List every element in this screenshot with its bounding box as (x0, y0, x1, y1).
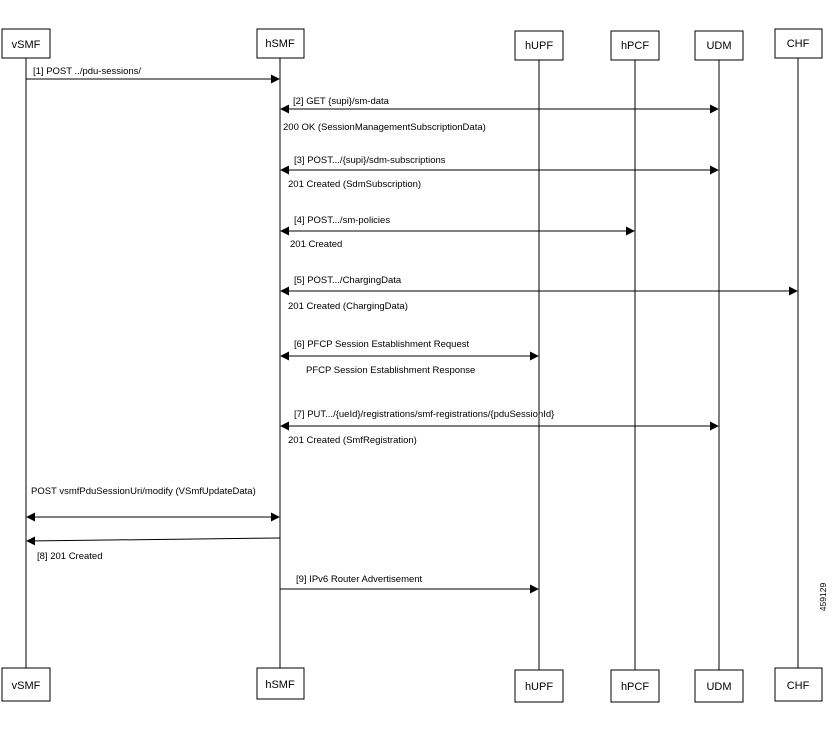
message-6: [6] PFCP Session Establishment Request P… (280, 339, 539, 376)
participant-hupf-top: hUPF (514, 30, 564, 61)
svg-text:200 OK (SessionManagementSubsc: 200 OK (SessionManagementSubscriptionDat… (283, 122, 486, 133)
svg-text:hSMF: hSMF (265, 679, 295, 691)
svg-text:CHF: CHF (787, 680, 810, 692)
participant-chf-bottom: CHF (774, 667, 823, 702)
message-8: [8] 201 Created (26, 536, 281, 562)
participant-udm-top: UDM (694, 30, 744, 61)
svg-text:hPCF: hPCF (621, 681, 649, 693)
svg-text:[8] 201 Created: [8] 201 Created (37, 551, 103, 562)
svg-text:POST vsmfPduSessionUri/modify: POST vsmfPduSessionUri/modify (VSmfUpdat… (31, 486, 256, 497)
participant-udm-bottom: UDM (694, 669, 744, 703)
message-5: [5] POST.../ChargingData 201 Created (Ch… (280, 275, 798, 312)
participant-hpcf-bottom: hPCF (610, 669, 660, 703)
svg-text:[1] POST ../pdu-sessions/: [1] POST ../pdu-sessions/ (33, 66, 141, 77)
participant-chf-top: CHF (774, 28, 823, 59)
svg-text:UDM: UDM (706, 681, 731, 693)
message-7: [7] PUT.../{ueId}/registrations/smf-regi… (280, 409, 719, 446)
participant-vsmf-top: vSMF (1, 28, 51, 59)
message-update: POST vsmfPduSessionUri/modify (VSmfUpdat… (26, 486, 280, 522)
message-1: [1] POST ../pdu-sessions/ (26, 66, 280, 84)
svg-text:UDM: UDM (706, 40, 731, 52)
svg-text:[2] GET {supi}/sm-data: [2] GET {supi}/sm-data (293, 96, 390, 107)
participant-vsmf-bottom: vSMF (1, 667, 51, 702)
svg-text:[4] POST.../sm-policies: [4] POST.../sm-policies (294, 215, 390, 226)
figure-id: 459129 (818, 583, 828, 612)
participant-hpcf-top: hPCF (610, 30, 660, 61)
svg-text:vSMF: vSMF (12, 39, 41, 51)
svg-text:[5] POST.../ChargingData: [5] POST.../ChargingData (294, 275, 402, 286)
message-9: [9] IPv6 Router Advertisement (280, 574, 539, 594)
svg-text:hUPF: hUPF (525, 40, 553, 52)
participant-hupf-bottom: hUPF (514, 669, 564, 703)
svg-text:201 Created (SdmSubscription): 201 Created (SdmSubscription) (288, 179, 421, 190)
svg-text:[9] IPv6 Router Advertisement: [9] IPv6 Router Advertisement (296, 574, 423, 585)
svg-text:[7] PUT.../{ueId}/registration: [7] PUT.../{ueId}/registrations/smf-regi… (294, 409, 554, 420)
svg-text:hPCF: hPCF (621, 40, 649, 52)
participant-hsmf-top: hSMF (256, 28, 305, 59)
message-3: [3] POST.../{supi}/sdm-subscriptions 201… (280, 155, 719, 190)
svg-text:201 Created (SmfRegistration): 201 Created (SmfRegistration) (288, 435, 417, 446)
svg-text:hUPF: hUPF (525, 681, 553, 693)
svg-text:CHF: CHF (787, 38, 810, 50)
svg-text:PFCP Session Establishment Res: PFCP Session Establishment Response (306, 365, 475, 376)
svg-text:[6] PFCP Session Establishment: [6] PFCP Session Establishment Request (294, 339, 469, 350)
svg-text:201 Created: 201 Created (290, 239, 342, 250)
message-2: [2] GET {supi}/sm-data 200 OK (SessionMa… (280, 96, 719, 133)
svg-text:201 Created (ChargingData): 201 Created (ChargingData) (288, 301, 408, 312)
svg-text:[3] POST.../{supi}/sdm-subscri: [3] POST.../{supi}/sdm-subscriptions (294, 155, 446, 166)
svg-text:vSMF: vSMF (12, 680, 41, 692)
svg-text:hSMF: hSMF (265, 38, 295, 50)
participant-hsmf-bottom: hSMF (256, 667, 305, 700)
message-4: [4] POST.../sm-policies 201 Created (280, 215, 635, 250)
